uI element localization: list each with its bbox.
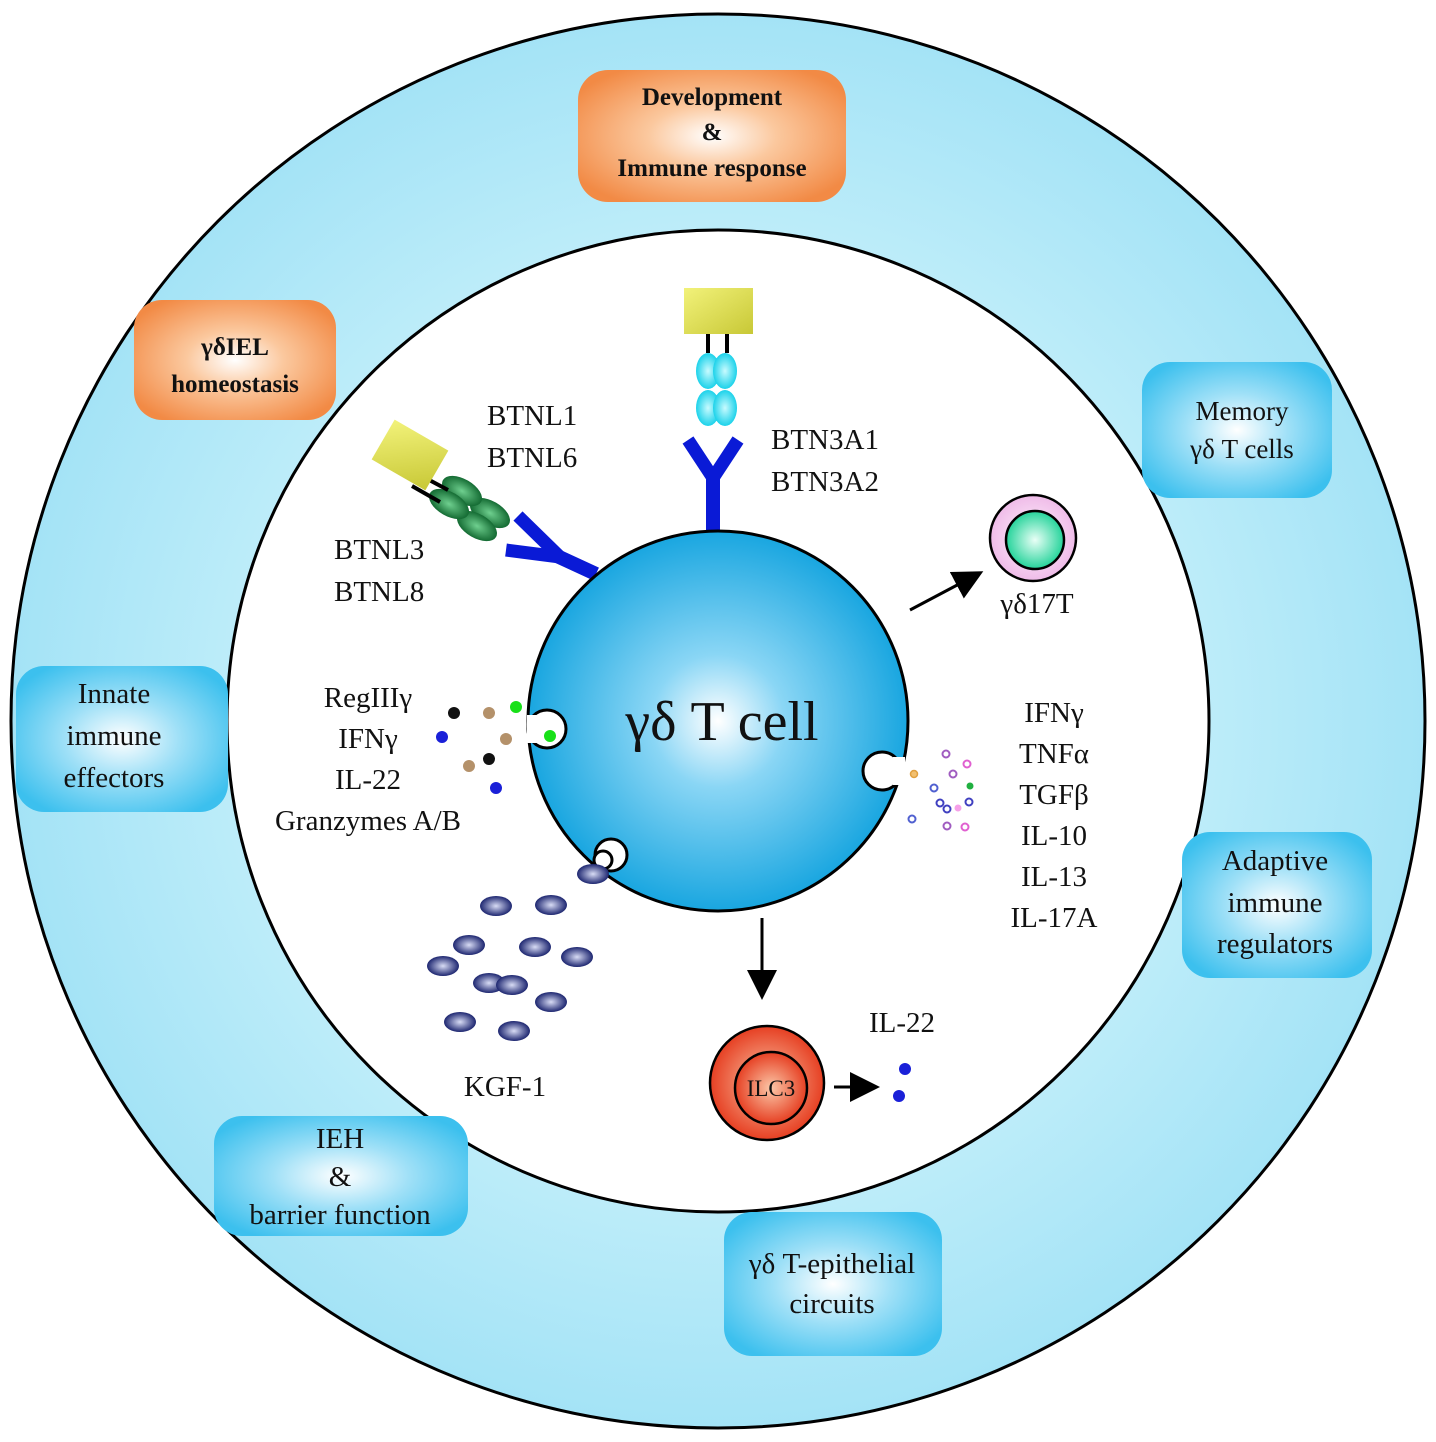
left-secreted-2: IFNγ <box>338 723 398 755</box>
il22-particle-1 <box>899 1063 911 1075</box>
gd17t-cell <box>988 493 1078 583</box>
btn3a-receptor <box>682 288 753 535</box>
left-particles <box>436 701 522 794</box>
right-secreted-4: IL-10 <box>1021 820 1087 852</box>
box-epithelial-line-2: circuits <box>789 1288 874 1320</box>
btnl3-label: BTNL3 <box>334 534 424 566</box>
btnl1-label: BTNL1 <box>487 400 577 432</box>
right-secreted-2: TNFα <box>1019 738 1089 770</box>
ilc3-product-label: IL-22 <box>869 1007 935 1039</box>
il22-particle-2 <box>893 1090 905 1102</box>
box-ieh-line-2: & <box>329 1161 352 1193</box>
left-secreted-4: Granzymes A/B <box>275 805 461 837</box>
ilc3-label: ILC3 <box>747 1076 796 1101</box>
box-adaptive-line-1: Adaptive <box>1222 845 1328 877</box>
box-adaptive-line-2: immune <box>1227 887 1322 919</box>
right-secreted-5: IL-13 <box>1021 861 1087 893</box>
left-secreted-1: RegIIIγ <box>324 682 413 714</box>
box-adaptive-line-3: regulators <box>1217 928 1333 960</box>
right-secreted-1: IFNγ <box>1024 697 1084 729</box>
box-innate-line-1: Innate <box>78 678 150 710</box>
btnl6-label: BTNL6 <box>487 442 577 474</box>
kgf-label: KGF-1 <box>464 1071 546 1103</box>
btnl8-label: BTNL8 <box>334 576 424 608</box>
box-epithelial-line-1: γδ T-epithelial <box>748 1248 915 1280</box>
box-memory-line-1: Memory <box>1196 396 1289 426</box>
box-adaptive: Adaptive immune regulators <box>1182 832 1372 978</box>
box-innate: Innate immune effectors <box>16 666 228 812</box>
btnl-receptor <box>371 419 599 581</box>
box-innate-line-2: immune <box>66 720 161 752</box>
ilc3-cell <box>708 1024 826 1142</box>
box-development-line-3: Immune response <box>617 155 806 182</box>
left-secreted-3: IL-22 <box>335 764 401 796</box>
box-ieh-barrier: IEH & barrier function <box>214 1116 468 1236</box>
right-particles <box>907 749 974 832</box>
btn3a2-label: BTN3A2 <box>771 466 879 498</box>
right-secreted-6: IL-17A <box>1011 902 1098 934</box>
gd17t-label: γδ17T <box>999 588 1073 620</box>
box-memory-line-2: γδ T cells <box>1189 434 1294 464</box>
secretion-vesicle-left <box>526 708 568 750</box>
box-iel-line-2: homeostasis <box>171 371 299 398</box>
box-iel-homeostasis: γδIEL homeostasis <box>134 300 336 420</box>
box-ieh-line-3: barrier function <box>249 1199 431 1231</box>
box-epithelial-circuits: γδ T-epithelial circuits <box>724 1212 942 1356</box>
center-tcell-label: γδ T cell <box>624 691 818 753</box>
box-memory: Memory γδ T cells <box>1142 362 1332 498</box>
box-ieh-line-1: IEH <box>316 1123 364 1155</box>
box-development-line-2: & <box>702 119 723 146</box>
secretion-vesicle-bottom <box>592 837 629 873</box>
arrow-to-gd17t <box>909 571 984 612</box>
secretion-vesicle-right <box>861 750 905 792</box>
box-development-line-1: Development <box>642 84 783 111</box>
kgf-particles <box>427 864 609 1041</box>
box-iel-line-1: γδIEL <box>200 334 269 361</box>
right-secreted-3: TGFβ <box>1019 779 1089 811</box>
btn3a1-label: BTN3A1 <box>771 424 879 456</box>
box-development: Development & Immune response <box>578 70 846 202</box>
box-innate-line-3: effectors <box>64 762 165 794</box>
